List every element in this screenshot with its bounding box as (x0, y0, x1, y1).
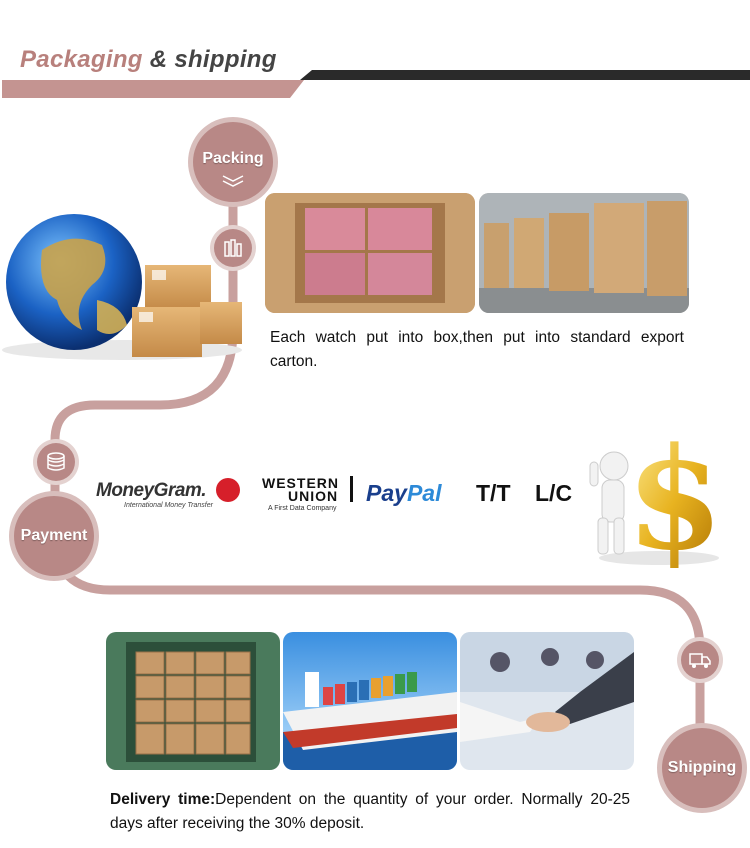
container-loading-photo (106, 632, 280, 770)
coins-icon (46, 451, 66, 478)
lc-label: L/C (535, 480, 573, 506)
shipping-step-circle: Shipping (662, 728, 742, 808)
packing-step-circle: Packing (193, 122, 273, 202)
section-header: Packaging & shipping (0, 40, 750, 100)
tt-label: T/T (476, 480, 511, 506)
header-bar-dark (300, 70, 750, 80)
watch-boxes-photo (265, 193, 475, 313)
delivery-text: Dependent on the quantity of your order.… (110, 791, 630, 832)
western-union-logo: WESTERN UNION A First Data Company (262, 475, 354, 515)
warehouse-icon (223, 238, 243, 263)
moneygram-logo: MoneyGram. International Money Transfer (96, 478, 246, 514)
payment-step-circle: Payment (14, 496, 94, 576)
moneygram-globe-icon (216, 478, 240, 502)
svg-text:$: $ (626, 418, 723, 568)
coins-icon-circle (37, 443, 75, 481)
packing-step-label: Packing (202, 150, 264, 167)
chevron-down-icon (221, 174, 245, 187)
globe-boxes-illustration (2, 210, 247, 370)
delivery-label: Delivery time: (110, 791, 216, 808)
truck-icon (689, 651, 711, 674)
warehouse-icon-circle (214, 229, 252, 267)
handshake-photo (460, 632, 634, 770)
delivery-info: Delivery time:Dependent on the quantity … (110, 788, 630, 836)
dollar-figure-illustration: $ (584, 418, 724, 582)
cargo-ship-photo (283, 632, 457, 770)
shipping-step-label: Shipping (667, 759, 737, 776)
section-title: Packaging & shipping (20, 46, 277, 73)
warehouse-cartons-photo (479, 193, 689, 313)
packing-caption: Each watch put into box,then put into st… (270, 329, 684, 370)
truck-icon-circle (681, 641, 719, 679)
paypal-logo: PayPal (366, 480, 442, 506)
payment-step-label: Payment (20, 527, 88, 544)
header-bar-accent (2, 80, 304, 98)
